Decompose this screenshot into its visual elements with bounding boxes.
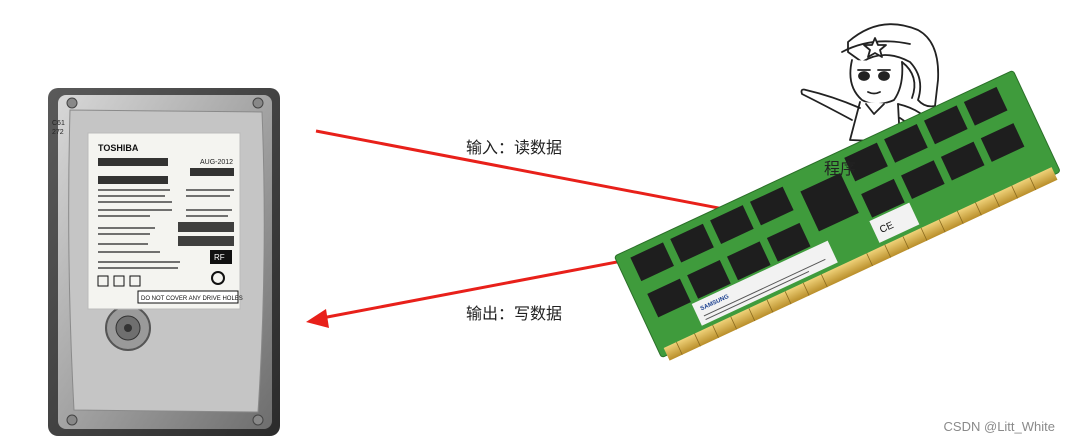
- program-label: 程序: [824, 159, 857, 178]
- hdd-warning: DO NOT COVER ANY DRIVE HOLES: [141, 296, 243, 302]
- svg-text:CE: CE: [878, 220, 896, 236]
- input-read-label: 输入：读数据: [466, 138, 563, 157]
- hdd-date-label: AUG-2012: [200, 159, 233, 166]
- svg-text:RF: RF: [214, 253, 225, 262]
- hdd-brand: TOSHIBA: [98, 143, 139, 153]
- output-write-label: 输出：写数据: [466, 304, 563, 323]
- svg-text:C61: C61: [52, 120, 65, 127]
- hard-drive-icon: C61 272 TOSHIBA AUG-2012: [48, 88, 280, 436]
- svg-text:272: 272: [52, 129, 64, 136]
- cartoon-girl-icon: [800, 23, 940, 143]
- watermark: CSDN @Litt_White: [943, 419, 1055, 434]
- ram-module-icon: SAMSUNG CE: [614, 70, 1060, 361]
